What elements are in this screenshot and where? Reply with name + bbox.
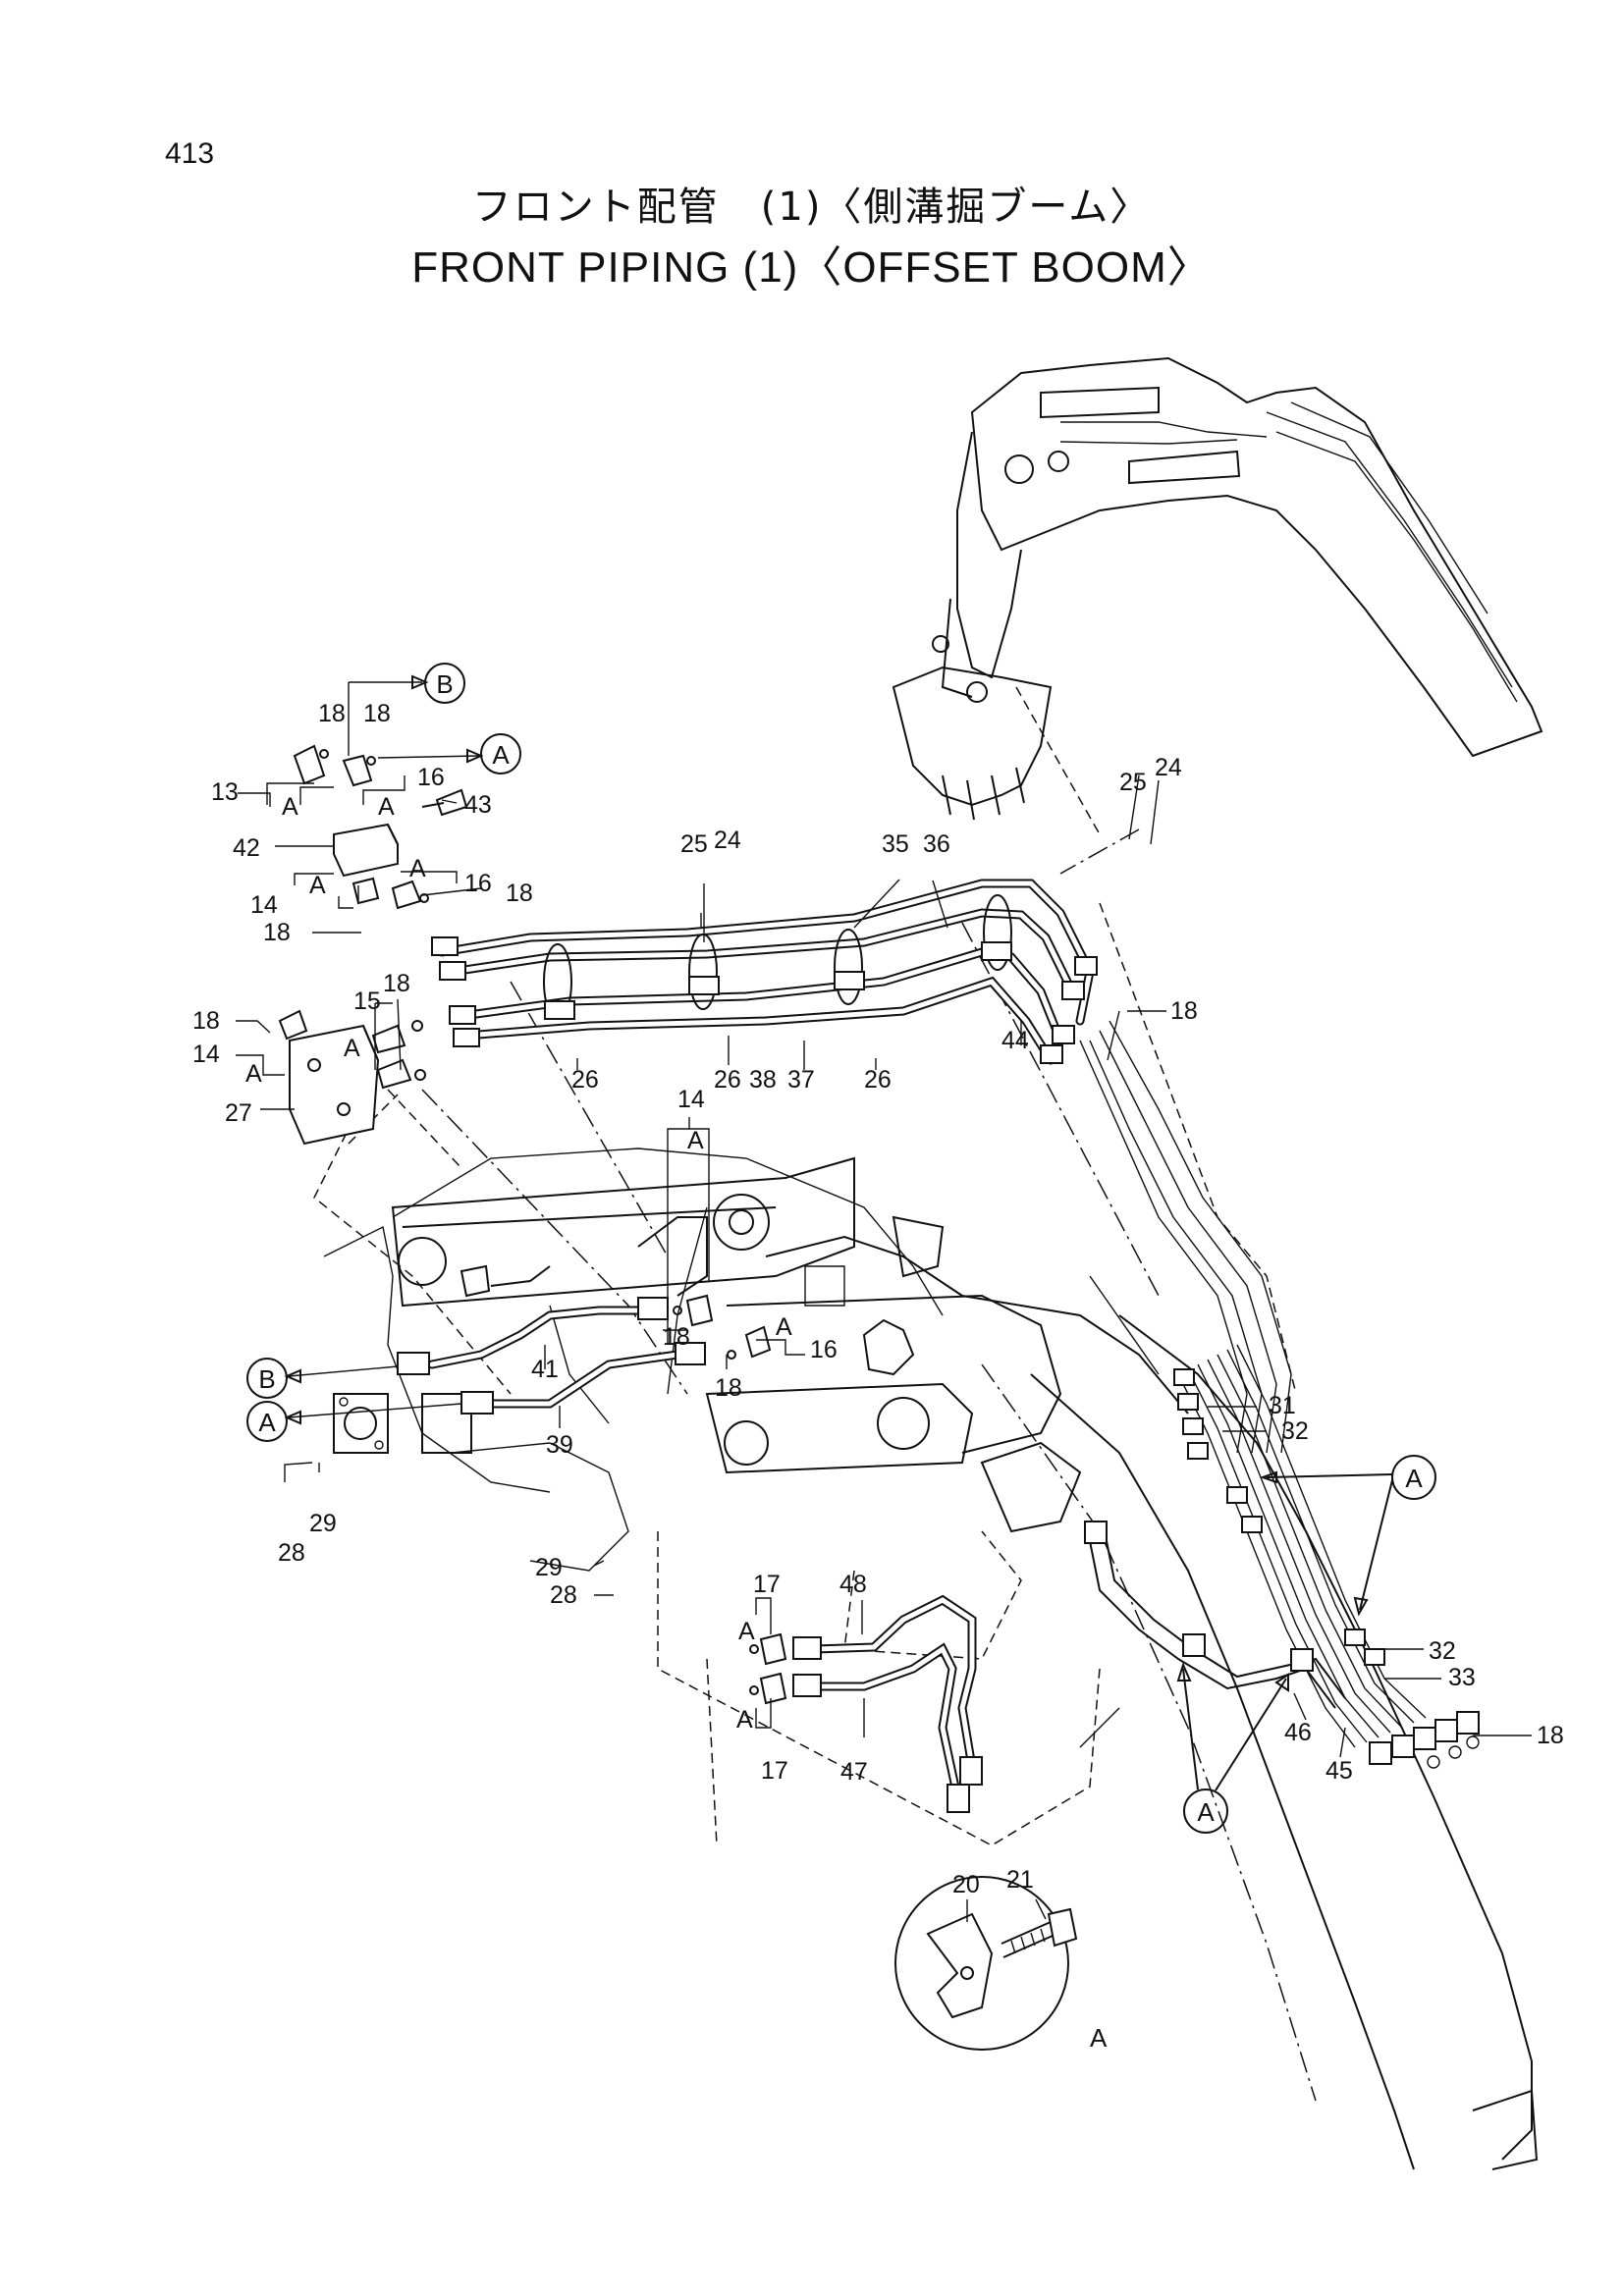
callout-16: 16: [464, 870, 492, 897]
callout-18: 18: [506, 880, 533, 907]
callout-18: 18: [383, 970, 410, 997]
callout-a: A: [687, 1127, 704, 1154]
callout-leaders: [236, 774, 1532, 1758]
page-number: 413: [165, 137, 215, 170]
callout-36: 36: [923, 830, 950, 858]
callout-28: 28: [278, 1539, 305, 1567]
callout-32: 32: [1429, 1637, 1456, 1665]
callout-21: 21: [1006, 1866, 1034, 1894]
callout-16: 16: [417, 764, 445, 791]
callout-16: 16: [810, 1336, 838, 1363]
callout-18: 18: [1537, 1722, 1564, 1749]
detail-a-clamp: A: [894, 1876, 1108, 2053]
callout-14: 14: [192, 1041, 220, 1068]
callout-18: 18: [192, 1007, 220, 1035]
marker-a-left: A: [258, 1408, 276, 1437]
marker-a-top: A: [492, 740, 510, 770]
callout-15: 15: [353, 988, 381, 1015]
callout-29: 29: [309, 1510, 337, 1537]
callout-a: A: [309, 872, 326, 899]
callout-a: A: [409, 855, 426, 882]
title-english: FRONT PIPING (1)〈OFFSET BOOM〉: [411, 243, 1212, 292]
cylinder-flange: [333, 1393, 472, 1454]
callout-42: 42: [233, 834, 260, 862]
boom-structure: [323, 1148, 1539, 2170]
callout-18: 18: [1170, 997, 1198, 1025]
callout-45: 45: [1325, 1757, 1353, 1785]
excavator-arm-overview: [892, 356, 1543, 821]
callout-26: 26: [714, 1066, 741, 1094]
callout-41: 41: [531, 1356, 559, 1383]
callout-20: 20: [952, 1871, 980, 1898]
callout-31: 31: [1269, 1392, 1296, 1419]
callout-48: 48: [839, 1571, 867, 1598]
callout-25: 25: [1119, 769, 1147, 796]
callout-43: 43: [464, 791, 492, 819]
callout-35: 35: [882, 830, 909, 858]
callout-a: A: [738, 1618, 755, 1645]
callout-18: 18: [318, 700, 346, 727]
hoses-39-41: [397, 1264, 772, 1415]
callout-39: 39: [546, 1431, 573, 1459]
callout-38: 38: [749, 1066, 777, 1094]
callout-29: 29: [535, 1554, 563, 1581]
callout-13: 13: [211, 778, 239, 806]
callout-18: 18: [263, 919, 291, 946]
marker-a-right: A: [1405, 1464, 1423, 1493]
callout-a: A: [245, 1060, 262, 1088]
callout-18: 18: [363, 700, 391, 727]
hoses-47-48: [749, 1594, 983, 1813]
callout-26: 26: [571, 1066, 599, 1094]
title-japanese: フロント配管 (1)〈側溝掘ブーム〉: [471, 185, 1152, 230]
callout-25: 25: [680, 830, 708, 858]
callout-28: 28: [550, 1581, 577, 1609]
callout-33: 33: [1448, 1664, 1476, 1691]
callout-26: 26: [864, 1066, 892, 1094]
boom-pipes-lower: [1084, 1344, 1480, 1769]
callout-17: 17: [753, 1571, 781, 1598]
callout-numbers: 18 18 13 A A 16 43 42 A 16 A 14 18 18 18…: [192, 700, 1564, 1898]
marker-b-left: B: [258, 1364, 275, 1394]
callout-37: 37: [787, 1066, 815, 1094]
callout-44: 44: [1001, 1027, 1029, 1054]
callout-14: 14: [250, 891, 278, 919]
main-pipes: [431, 879, 1292, 1454]
marker-a-bottom: A: [1197, 1797, 1215, 1827]
detail-a-label: A: [1090, 2023, 1108, 2053]
reference-markers: B A B A A A: [246, 663, 1436, 1834]
callout-a: A: [282, 793, 298, 821]
callout-32: 32: [1281, 1417, 1309, 1445]
callout-46: 46: [1284, 1719, 1312, 1746]
callout-14: 14: [677, 1086, 705, 1113]
callout-27: 27: [225, 1099, 252, 1127]
callout-a: A: [776, 1313, 792, 1341]
callout-17: 17: [761, 1757, 788, 1785]
callout-24: 24: [1155, 754, 1182, 781]
callout-18: 18: [715, 1374, 742, 1402]
callout-a: A: [378, 793, 395, 821]
marker-b-top: B: [436, 669, 453, 699]
callout-47: 47: [840, 1758, 868, 1786]
callout-a: A: [344, 1035, 360, 1062]
callout-a: A: [736, 1706, 753, 1734]
lower-valve-block: [278, 1009, 426, 1146]
callout-18: 18: [663, 1323, 690, 1351]
callout-24: 24: [714, 827, 741, 854]
